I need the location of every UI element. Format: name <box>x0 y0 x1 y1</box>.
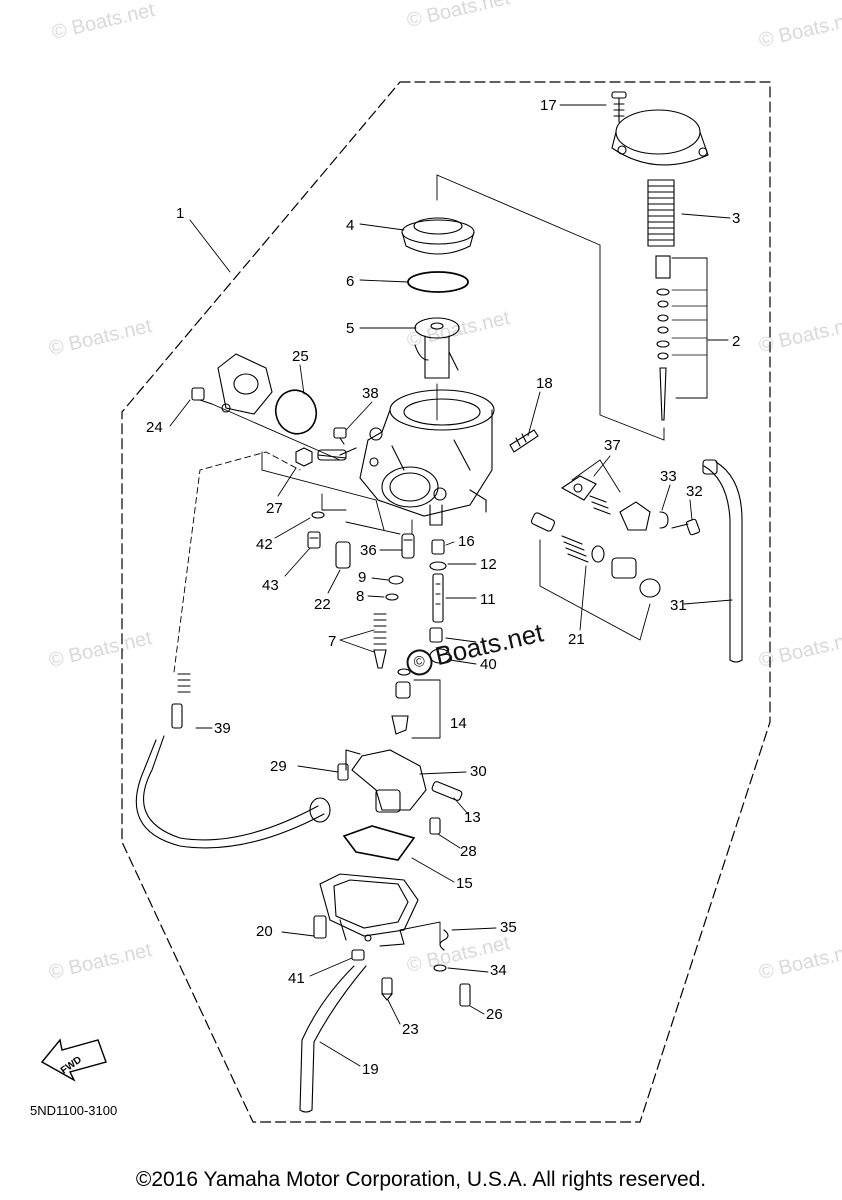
callout-19: 19 <box>362 1061 379 1078</box>
jet-10-part <box>429 627 443 643</box>
callout-42: 42 <box>256 536 273 553</box>
pin-13-part <box>431 781 463 801</box>
float-30-part <box>345 749 427 813</box>
screw-38-part <box>333 427 347 445</box>
spring-35-part <box>439 929 449 951</box>
adjuster-21-part <box>530 512 661 641</box>
emulsion-tube-11-part <box>432 573 444 623</box>
callout-30: 30 <box>470 763 487 780</box>
screw-23-part <box>380 977 394 1001</box>
callout-11: 11 <box>480 591 496 608</box>
callout-38: 38 <box>362 385 379 402</box>
throttle-cable-39-part <box>135 451 331 849</box>
screw-32-part <box>671 518 701 536</box>
callout-2: 2 <box>732 333 741 350</box>
gasket-15-part <box>342 825 416 861</box>
callout-32: 32 <box>686 483 703 500</box>
callout-17: 17 <box>540 97 557 114</box>
ring-9-part <box>388 575 404 585</box>
callout-13: 13 <box>464 809 481 826</box>
cover-37-part <box>560 459 651 531</box>
fwd-arrow-icon <box>40 1038 107 1082</box>
callout-3: 3 <box>732 210 741 227</box>
callout-14: 14 <box>450 715 467 732</box>
jet-22-part <box>335 541 351 569</box>
callout-29: 29 <box>270 758 287 775</box>
ring-12-part <box>429 561 447 571</box>
callout-41: 41 <box>288 970 305 987</box>
gasket-25-part <box>274 389 318 435</box>
callout-21: 21 <box>568 631 585 648</box>
callout-33: 33 <box>660 468 677 485</box>
screw-20-part <box>313 915 327 939</box>
washer-34-part <box>433 964 447 972</box>
drain-hose-19-part <box>299 965 367 1113</box>
spring-3-part <box>647 179 675 247</box>
callout-18: 18 <box>536 375 553 392</box>
float-valve-14-part <box>391 668 441 739</box>
callout-6: 6 <box>346 273 355 290</box>
diagram-part-code: 5ND1100-3100 <box>30 1103 118 1118</box>
callout-20: 20 <box>256 923 273 940</box>
needle-valve-7-part <box>373 613 387 669</box>
callout-40: 40 <box>480 656 497 673</box>
screw-18-part <box>509 429 539 453</box>
piston-valve-5-part <box>414 317 460 379</box>
top-cover-part <box>611 109 709 166</box>
callout-28: 28 <box>460 843 477 860</box>
callout-15: 15 <box>456 875 473 892</box>
callout-5: 5 <box>346 320 355 337</box>
jet-43-part <box>307 531 321 549</box>
ring-6-part <box>407 271 469 293</box>
bracket-part <box>217 353 273 415</box>
callout-25: 25 <box>292 348 309 365</box>
callout-8: 8 <box>356 588 365 605</box>
screw-17-part <box>611 91 627 123</box>
callout-16: 16 <box>458 533 475 550</box>
ring-8-part <box>385 593 399 601</box>
float-bowl-part <box>319 873 441 947</box>
callout-24: 24 <box>146 419 163 436</box>
callout-12: 12 <box>480 556 497 573</box>
carburetor-body-part <box>317 389 495 526</box>
washer-42-part <box>311 511 325 519</box>
screw-28-part <box>429 817 441 835</box>
callout-43: 43 <box>262 577 279 594</box>
callout-26: 26 <box>486 1006 503 1023</box>
nut-27-part <box>295 447 313 467</box>
callout-9: 9 <box>358 569 367 586</box>
callout-23: 23 <box>402 1021 419 1038</box>
clip-33-part <box>659 511 669 529</box>
callout-22: 22 <box>314 596 331 613</box>
callout-35: 35 <box>500 919 517 936</box>
fitting-41-part <box>351 949 365 961</box>
callout-1: 1 <box>176 205 185 222</box>
assembly-boundary <box>121 81 771 1123</box>
screw-24-part <box>191 387 213 405</box>
callout-31: 31 <box>670 597 687 614</box>
needle-set-2-part <box>655 255 708 421</box>
hose-31-part <box>702 459 743 663</box>
callout-37: 37 <box>604 437 621 454</box>
callout-27: 27 <box>266 500 283 517</box>
callout-7: 7 <box>328 633 337 650</box>
callout-36: 36 <box>360 542 377 559</box>
callout-34: 34 <box>490 962 507 979</box>
jet-40-part <box>429 648 451 664</box>
diaphragm-4-part <box>401 217 475 255</box>
screw-26-part <box>459 983 471 1007</box>
jet-16-part <box>431 539 445 555</box>
callout-39: 39 <box>214 720 231 737</box>
jet-36-part <box>401 533 415 559</box>
callout-4: 4 <box>346 217 355 234</box>
copyright-notice: ©2016 Yamaha Motor Corporation, U.S.A. A… <box>135 1168 707 1191</box>
